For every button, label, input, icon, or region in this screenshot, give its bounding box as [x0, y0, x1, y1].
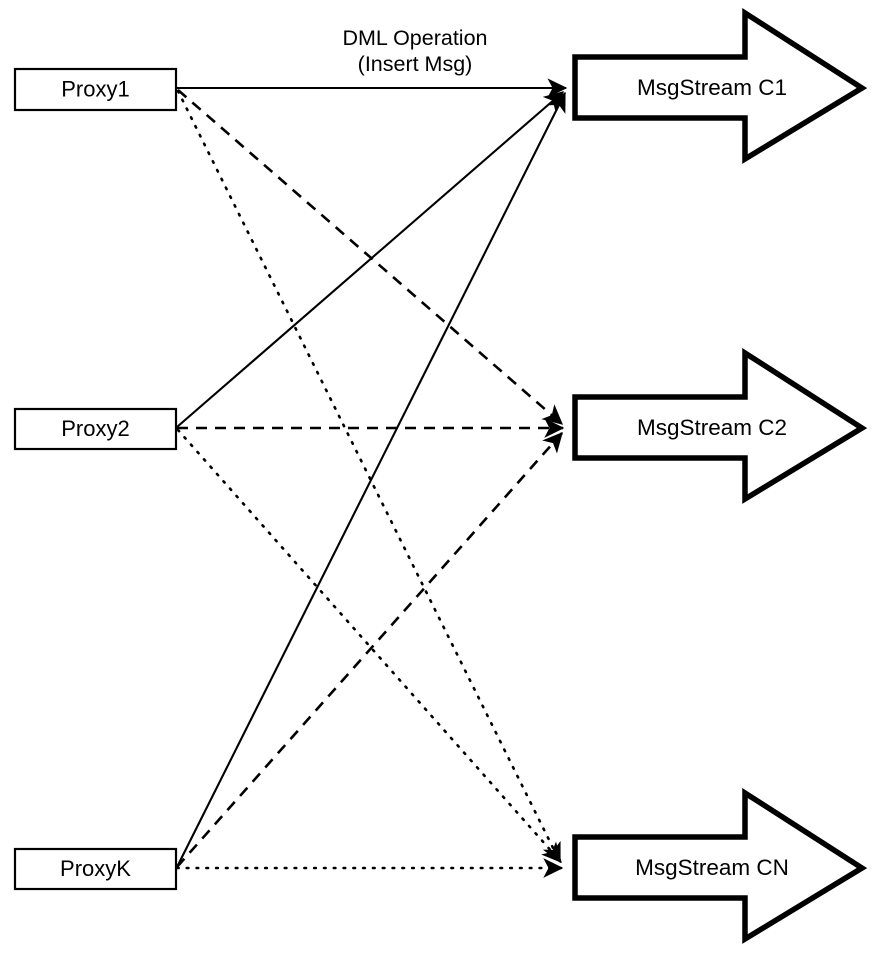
stream-node-c2[interactable]: MsgStream C2: [572, 347, 868, 504]
edge-proxyk-to-stream-c1: [176, 91, 566, 868]
stream-node-c1[interactable]: MsgStream C1: [572, 7, 868, 164]
proxy2-box[interactable]: [13, 407, 178, 451]
stream-c2-label: MsgStream C2: [637, 415, 787, 440]
proxyk-box[interactable]: [13, 847, 178, 891]
edge-proxy2-to-stream-c1: [176, 91, 564, 428]
proxy-node-proxy1[interactable]: Proxy1: [13, 67, 178, 112]
edge-layer: [175, 78, 568, 878]
proxyk-label: ProxyK: [60, 856, 131, 881]
stream-node-cn[interactable]: MsgStream CN: [572, 787, 868, 944]
edge-proxy2-to-stream-cn: [176, 428, 563, 864]
edge-proxyk-to-stream-c2: [176, 432, 563, 868]
edge-proxy1-to-stream-c2: [177, 89, 563, 425]
stream-cn-arrow-shape[interactable]: [572, 787, 868, 944]
proxy1-box[interactable]: [13, 67, 178, 112]
proxy-node-proxyk[interactable]: ProxyK: [13, 847, 178, 891]
edge-proxy1-to-stream-cn: [176, 89, 562, 864]
proxy-node-proxy2[interactable]: Proxy2: [13, 407, 178, 451]
proxy2-label: Proxy2: [61, 416, 129, 441]
edge-caption-group: DML Operation (Insert Msg): [343, 26, 488, 76]
stream-c2-arrow-shape[interactable]: [572, 347, 868, 504]
edge-caption-line1: DML Operation: [343, 26, 488, 50]
edge-caption-line2: (Insert Msg): [358, 52, 473, 76]
proxy1-label: Proxy1: [61, 76, 129, 101]
stream-c1-arrow-shape[interactable]: [572, 7, 868, 164]
stream-c1-label: MsgStream C1: [637, 75, 787, 100]
stream-cn-label: MsgStream CN: [635, 855, 789, 880]
